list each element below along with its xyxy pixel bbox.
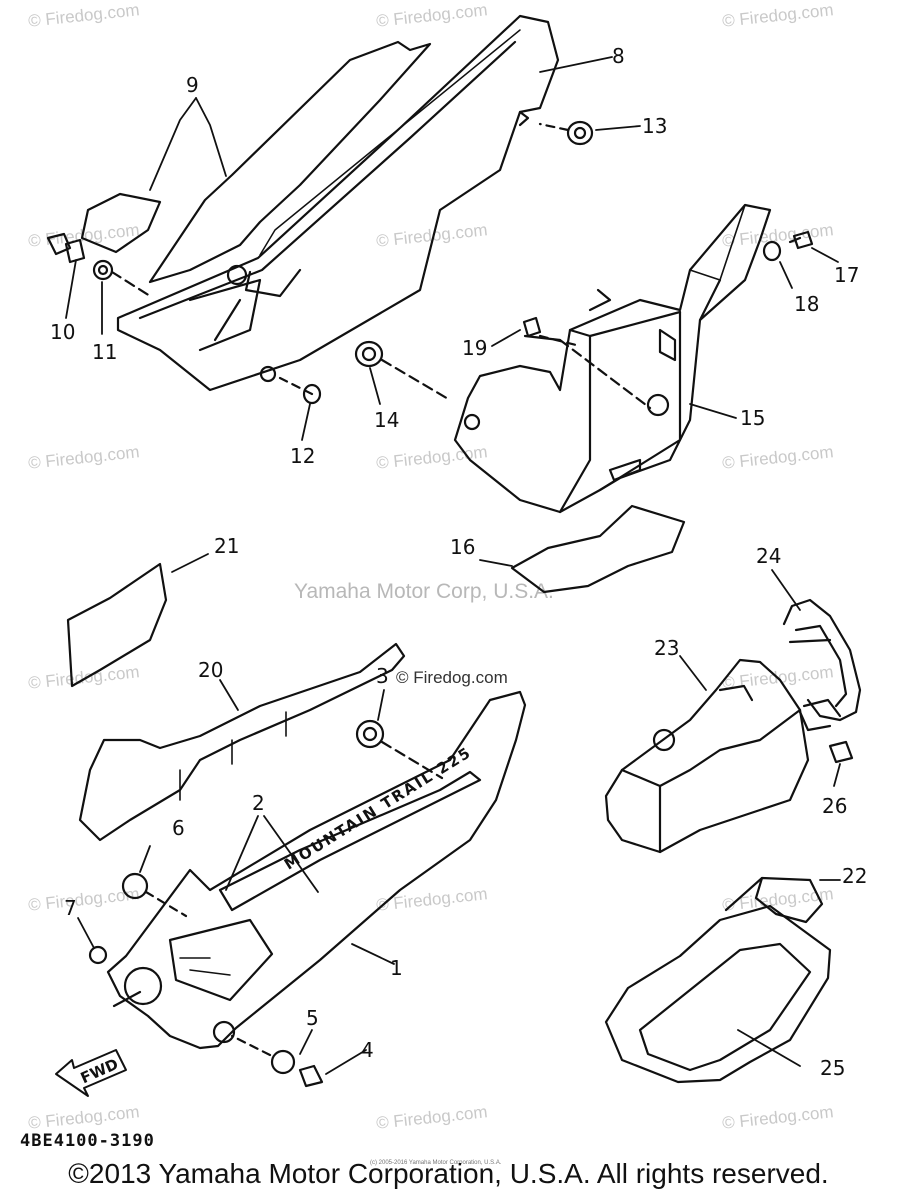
callout-24: 24 — [756, 544, 782, 568]
part-20-strip — [78, 642, 406, 842]
part-16-pad — [510, 504, 686, 594]
part-26-bolt — [828, 740, 854, 764]
callout-10: 10 — [50, 320, 76, 344]
copyright-notice: ©2013 Yamaha Motor Corporation, U.S.A. A… — [68, 1158, 829, 1189]
callout-7: 7 — [64, 896, 77, 920]
leader-lines — [65, 56, 841, 1075]
part-22-25-pad — [604, 876, 832, 1084]
callout-23: 23 — [654, 636, 680, 660]
callout-16: 16 — [450, 535, 476, 559]
callout-12: 12 — [290, 444, 316, 468]
callout-5: 5 — [306, 1006, 319, 1030]
part-9-decal — [80, 40, 432, 284]
callout-2: 2 — [252, 791, 265, 815]
callout-17: 17 — [834, 263, 860, 287]
diagram-part-code: 4BE4100-3190 — [20, 1131, 155, 1151]
callout-15: 15 — [740, 406, 766, 430]
part-23-tool-bag — [604, 658, 810, 854]
fasteners-lower — [88, 719, 444, 1088]
callout-6: 6 — [172, 816, 185, 840]
callout-3: 3 — [376, 664, 389, 688]
part-1-side-cover — [106, 690, 527, 1050]
part-15-box — [453, 203, 772, 514]
callout-22: 22 — [842, 864, 868, 888]
small-parts-right — [510, 230, 814, 594]
center-watermark-secondary: © Firedog.com — [396, 668, 508, 687]
part-8-side-cover — [116, 14, 560, 392]
fwd-arrow-icon — [55, 1049, 127, 1097]
callout-25: 25 — [820, 1056, 846, 1080]
callout-20: 20 — [198, 658, 224, 682]
part-21-decal — [66, 562, 168, 688]
center-watermark: Yamaha Motor Corp, U.S.A. — [294, 580, 554, 603]
fasteners-upper — [46, 120, 594, 405]
callout-8: 8 — [612, 44, 625, 68]
callout-19: 19 — [462, 336, 488, 360]
callout-26: 26 — [822, 794, 848, 818]
callout-13: 13 — [642, 114, 668, 138]
part-24-bracket — [782, 598, 862, 732]
callout-1: 1 — [390, 956, 403, 980]
callout-18: 18 — [794, 292, 820, 316]
callout-21: 21 — [214, 534, 240, 558]
callout-11: 11 — [92, 340, 118, 364]
tiny-copyright-notice: (c) 2005-2016 Yamaha Motor Corporation, … — [370, 1160, 502, 1166]
callout-4: 4 — [361, 1038, 374, 1062]
callout-9: 9 — [186, 73, 199, 97]
callout-14: 14 — [374, 408, 400, 432]
